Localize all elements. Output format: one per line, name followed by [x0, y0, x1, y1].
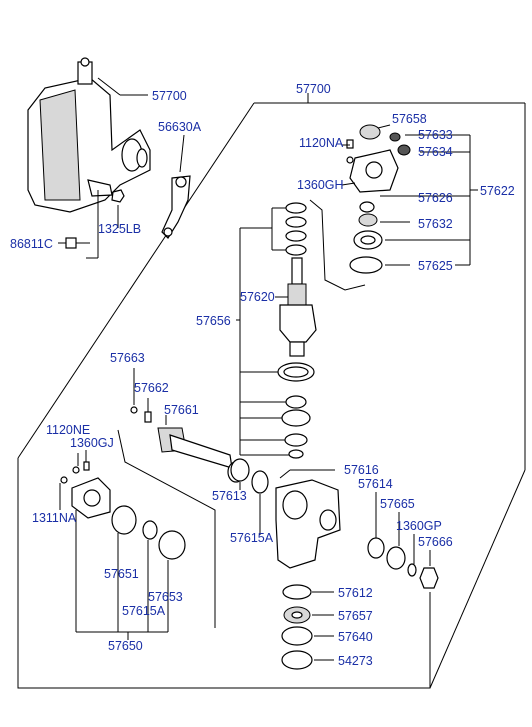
label-86811C: 86811C [10, 237, 53, 251]
label-1120NE: 1120NE [46, 423, 90, 437]
label-57620: 57620 [240, 290, 275, 304]
label-1120NA: 1120NA [299, 136, 344, 150]
label-1360GJ: 1360GJ [70, 436, 114, 450]
pitman-arm-illustration [161, 134, 191, 239]
label-57633: 57633 [418, 128, 453, 142]
side-cover-group [59, 450, 186, 640]
label-57700-box: 57700 [296, 82, 331, 96]
label-57615A-left: 57615A [122, 604, 166, 618]
valve-housing-group [309, 124, 478, 291]
assembly-box-outline [17, 93, 526, 689]
label-57662: 57662 [134, 381, 169, 395]
label-57663: 57663 [110, 351, 145, 365]
label-57656: 57656 [196, 314, 231, 328]
label-54273: 54273 [338, 654, 373, 668]
label-57651: 57651 [104, 567, 139, 581]
label-57658: 57658 [392, 112, 427, 126]
label-57613: 57613 [212, 489, 247, 503]
label-57626: 57626 [418, 191, 453, 205]
label-57615A-right: 57615A [230, 531, 274, 545]
label-1360GH: 1360GH [297, 178, 344, 192]
label-57616: 57616 [344, 463, 379, 477]
label-1325LB: 1325LB [98, 222, 141, 236]
label-57640: 57640 [338, 630, 373, 644]
label-57632: 57632 [418, 217, 453, 231]
label-57661: 57661 [164, 403, 199, 417]
label-57612: 57612 [338, 586, 373, 600]
label-57625: 57625 [418, 259, 453, 273]
control-valve-group [236, 202, 317, 459]
label-57666: 57666 [418, 535, 453, 549]
label-1311NA: 1311NA [32, 511, 77, 525]
label-57634: 57634 [418, 145, 453, 159]
label-57622: 57622 [480, 184, 515, 198]
label-57650: 57650 [108, 639, 143, 653]
gear-housing-group [230, 458, 439, 670]
label-57653: 57653 [148, 590, 183, 604]
label-56630A: 56630A [158, 120, 202, 134]
label-57665: 57665 [380, 497, 415, 511]
label-57614: 57614 [358, 477, 393, 491]
label-57657: 57657 [338, 609, 373, 623]
label-1360GP: 1360GP [396, 519, 442, 533]
part-labels: 57700 56630A 1325LB 86811C 57700 57658 1… [10, 82, 515, 668]
steering-gear-assembly-illustration [27, 57, 151, 213]
label-57700-top: 57700 [152, 89, 187, 103]
nut-and-bolt-illustration [58, 189, 125, 259]
